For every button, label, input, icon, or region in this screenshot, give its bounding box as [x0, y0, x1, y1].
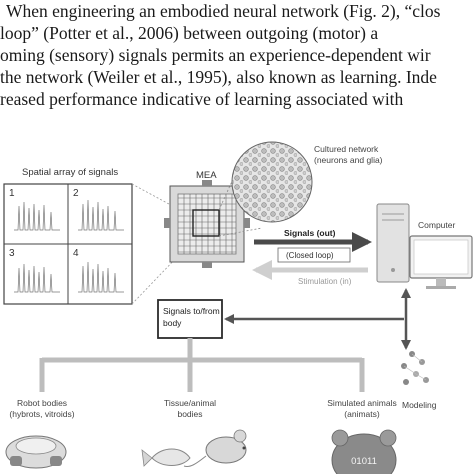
stimulation-label: Stimulation (in) [298, 277, 352, 286]
embodied-network-figure: Spatial array of signals 1 2 3 4 MEA [3, 141, 473, 474]
signals-body-sublabel: body [163, 318, 182, 328]
text-line-4: the network (Weiler et al., 1995), also … [0, 67, 437, 87]
text-line-3: oming (sensory) signals permits an exper… [0, 45, 431, 65]
closed-loop-label: (Closed loop) [286, 251, 334, 260]
electrode-number-1: 1 [9, 188, 15, 199]
tissue-label: Tissue/animal [164, 398, 216, 408]
text-line-1: When engineering an embodied neural netw… [6, 1, 441, 21]
simulated-label: Simulated animals [327, 398, 396, 408]
spatial-array-label: Spatial array of signals [22, 167, 118, 178]
mea-label: MEA [196, 170, 217, 181]
robot-label: Robot bodies [17, 398, 67, 408]
cultured-network-label: Cultured network [314, 144, 379, 154]
spike-trace-1 [14, 201, 60, 231]
computer-label: Computer [418, 220, 455, 230]
mea-chip [164, 180, 250, 268]
robot-icon [5, 435, 67, 469]
modeling-label: Modeling [402, 400, 437, 410]
robot-sublabel: (hybrots, vitroids) [9, 409, 74, 419]
electrode-number-2: 2 [73, 188, 79, 199]
body-bus [39, 338, 365, 392]
cultured-network-circle [231, 141, 313, 223]
spike-trace-4 [78, 261, 124, 293]
signals-body-label: Signals to/from [163, 306, 220, 316]
signals-out-label: Signals (out) [284, 228, 336, 238]
electrode-number-4: 4 [73, 248, 79, 259]
spike-trace-2 [78, 199, 124, 231]
cultured-network-sublabel: (neurons and glia) [314, 155, 383, 165]
electrode-number-3: 3 [9, 248, 15, 259]
tissue-sublabel: bodies [177, 409, 202, 419]
modeling-icon [401, 351, 429, 385]
fish-icon [141, 448, 191, 467]
signal-grid: 1 2 3 4 [3, 183, 133, 305]
spike-trace-3 [14, 263, 60, 293]
closed-loop-box [277, 247, 351, 263]
text-line-5: reased performance indicative of learnin… [0, 89, 404, 109]
animat-binary-text: 01011 [351, 456, 377, 467]
animat-icon [331, 429, 397, 474]
mouse-icon [183, 429, 247, 467]
paper-text-excerpt: When engineering an embodied neural netw… [0, 0, 474, 120]
simulated-sublabel: (animats) [344, 409, 380, 419]
text-line-2: loop” (Potter et al., 2006) between outg… [0, 23, 379, 43]
computer-icon [376, 203, 473, 289]
